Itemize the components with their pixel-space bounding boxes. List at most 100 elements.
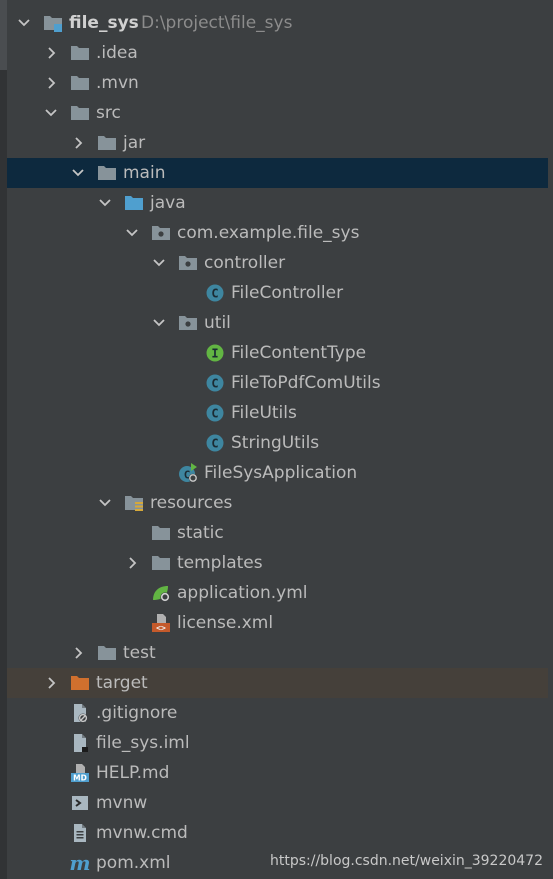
- tree-item-label: file_sys: [69, 13, 139, 33]
- tree-item-label: FileController: [231, 283, 344, 303]
- tree-item-label: FileToPdfComUtils: [231, 373, 381, 393]
- tree-item-label: resources: [150, 493, 233, 513]
- ignore-file-icon: [70, 703, 90, 723]
- tree-item-help-md[interactable]: MD HELP.md: [7, 758, 548, 788]
- project-path: D:\project\file_sys: [141, 13, 293, 33]
- tree-item-java[interactable]: java: [7, 188, 548, 218]
- tree-item-mvn[interactable]: .mvn: [7, 68, 548, 98]
- tree-item-label: StringUtils: [231, 433, 320, 453]
- class-icon: C: [205, 373, 225, 393]
- tree-item-filetopdfcomutils[interactable]: C FileToPdfComUtils: [7, 368, 548, 398]
- tool-window-gutter: [0, 0, 7, 879]
- shell-script-icon: [70, 793, 90, 813]
- chevron-right-icon[interactable]: [43, 673, 59, 693]
- tree-item-label: main: [123, 163, 166, 183]
- tree-item-label: license.xml: [177, 613, 274, 633]
- tree-item-stringutils[interactable]: C StringUtils: [7, 428, 548, 458]
- tree-item-label: .mvn: [96, 73, 139, 93]
- tree-item-label: src: [96, 103, 121, 123]
- chevron-down-icon[interactable]: [43, 103, 59, 123]
- folder-icon: [97, 163, 117, 183]
- tree-item-label: target: [96, 673, 148, 693]
- chevron-down-icon[interactable]: [16, 13, 32, 33]
- tree-item-label: templates: [177, 553, 263, 573]
- svg-text:C: C: [211, 407, 218, 421]
- tree-item-jar[interactable]: jar: [7, 128, 548, 158]
- chevron-down-icon[interactable]: [124, 223, 140, 243]
- tree-item-static[interactable]: static: [7, 518, 548, 548]
- scrollbar-thumb[interactable]: [0, 0, 7, 70]
- tree-item-templates[interactable]: templates: [7, 548, 548, 578]
- tree-item-src[interactable]: src: [7, 98, 548, 128]
- tree-item-fileutils[interactable]: C FileUtils: [7, 398, 548, 428]
- chevron-down-icon[interactable]: [151, 253, 167, 273]
- svg-text:C: C: [184, 469, 191, 482]
- tree-item-license-xml[interactable]: <> license.xml: [7, 608, 548, 638]
- tree-item-label: java: [150, 193, 186, 213]
- tree-item-label: application.yml: [177, 583, 308, 603]
- folder-icon: [151, 523, 171, 543]
- tree-item-idea[interactable]: .idea: [7, 38, 548, 68]
- tree-item-target[interactable]: target: [7, 668, 548, 698]
- svg-text:I: I: [211, 347, 218, 361]
- chevron-right-icon[interactable]: [43, 73, 59, 93]
- chevron-down-icon[interactable]: [70, 163, 86, 183]
- tree-item-label: mvnw: [96, 793, 148, 813]
- folder-icon: [97, 643, 117, 663]
- tree-item-pom-xml[interactable]: m pom.xml: [7, 848, 548, 878]
- tree-item-gitignore[interactable]: .gitignore: [7, 698, 548, 728]
- tree-item-label: .idea: [96, 43, 138, 63]
- tree-item-file-sys-iml[interactable]: file_sys.iml: [7, 728, 548, 758]
- tree-item-label: static: [177, 523, 224, 543]
- chevron-down-icon[interactable]: [151, 313, 167, 333]
- package-icon: [178, 313, 198, 333]
- folder-icon: [97, 133, 117, 153]
- tree-item-label: FileUtils: [231, 403, 297, 423]
- xml-file-icon: <>: [151, 613, 171, 633]
- markdown-file-icon: MD: [70, 763, 90, 783]
- module-folder-icon: [43, 13, 63, 33]
- tree-item-main[interactable]: main: [7, 158, 548, 188]
- svg-text:MD: MD: [73, 774, 87, 783]
- tree-item-resources[interactable]: resources: [7, 488, 548, 518]
- chevron-down-icon[interactable]: [97, 193, 113, 213]
- tree-item-label: controller: [204, 253, 286, 273]
- chevron-right-icon[interactable]: [124, 553, 140, 573]
- tree-item-com-example-file-sys[interactable]: com.example.file_sys: [7, 218, 548, 248]
- interface-icon: I: [205, 343, 225, 363]
- text-file-icon: [70, 823, 90, 843]
- tree-item-label: HELP.md: [96, 763, 170, 783]
- folder-icon: [70, 73, 90, 93]
- maven-icon: m: [70, 853, 90, 873]
- tree-item-mvnw[interactable]: mvnw: [7, 788, 548, 818]
- tree-item-test[interactable]: test: [7, 638, 548, 668]
- tree-item-label: pom.xml: [96, 853, 171, 873]
- tree-item-label: util: [204, 313, 231, 333]
- tree-item-application-yml[interactable]: application.yml: [7, 578, 548, 608]
- source-folder-icon: [124, 193, 144, 213]
- chevron-down-icon[interactable]: [97, 493, 113, 513]
- chevron-right-icon[interactable]: [70, 133, 86, 153]
- spring-boot-app-icon: C: [178, 463, 198, 483]
- tree-item-controller[interactable]: controller: [7, 248, 548, 278]
- tree-item-label: file_sys.iml: [96, 733, 190, 753]
- svg-text:C: C: [211, 437, 218, 451]
- tree-item-label: .gitignore: [96, 703, 178, 723]
- folder-icon: [151, 553, 171, 573]
- class-icon: C: [205, 283, 225, 303]
- iml-file-icon: [70, 733, 90, 753]
- tree-item-label: test: [123, 643, 156, 663]
- package-icon: [178, 253, 198, 273]
- svg-text:C: C: [211, 377, 218, 391]
- svg-text:<>: <>: [156, 624, 166, 633]
- chevron-right-icon[interactable]: [43, 43, 59, 63]
- tree-item-filecontroller[interactable]: C FileController: [7, 278, 548, 308]
- tree-item-util[interactable]: util: [7, 308, 548, 338]
- class-icon: C: [205, 403, 225, 423]
- chevron-right-icon[interactable]: [70, 643, 86, 663]
- tree-item-mvnw-cmd[interactable]: mvnw.cmd: [7, 818, 548, 848]
